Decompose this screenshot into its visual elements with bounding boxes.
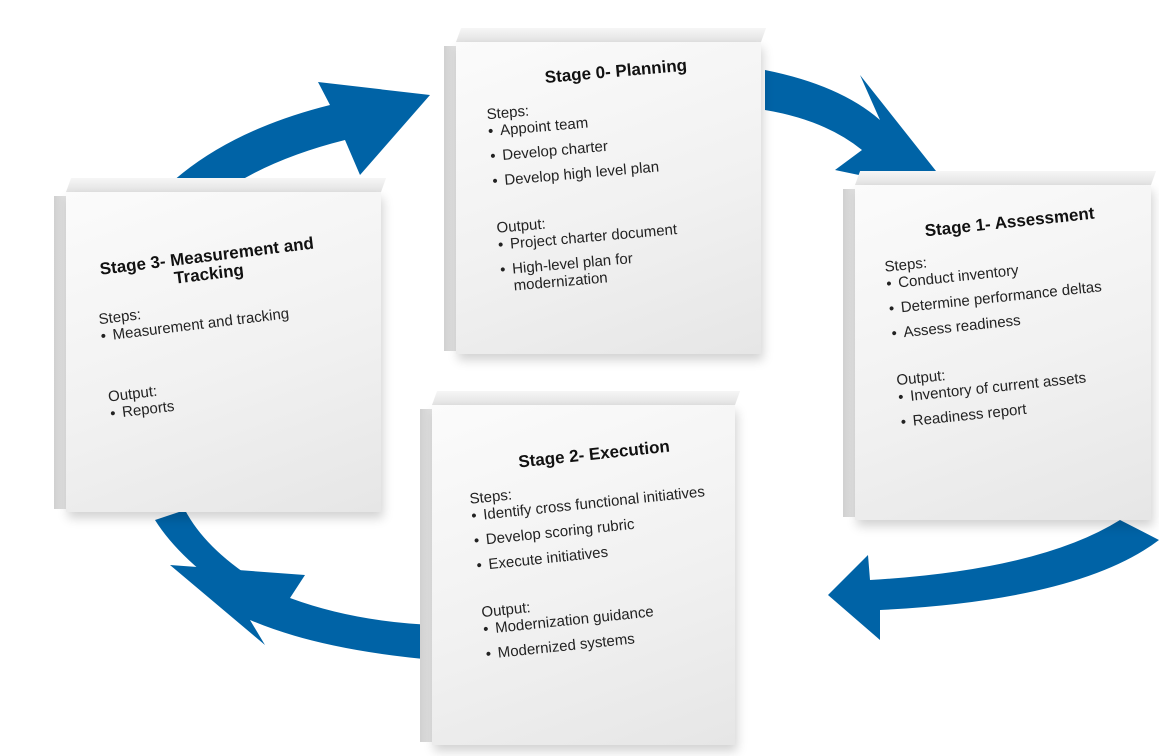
box-face	[432, 405, 735, 745]
box-top	[432, 391, 741, 405]
box-top	[855, 171, 1157, 185]
stage-3-box: Stage 3- Measurement and Tracking Steps:…	[54, 178, 387, 512]
box-side	[54, 196, 66, 509]
stage-0-box: Stage 0- Planning Steps: Appoint team De…	[444, 28, 767, 354]
box-top	[66, 178, 387, 192]
output-item: High-level plan for modernization	[500, 248, 664, 296]
box-face	[855, 185, 1151, 520]
box-side	[420, 409, 432, 742]
arrow-stage2-to-stage3	[170, 565, 435, 660]
box-face	[66, 192, 381, 512]
box-side	[843, 189, 855, 517]
stage-2-content: Stage 2- Execution Steps: Identify cross…	[446, 417, 765, 744]
arrow-stage1-to-stage2	[828, 520, 1159, 640]
stage-3-content: Stage 3- Measurement and Tracking Steps:…	[72, 212, 411, 510]
stage-1-content: Stage 1- Assessment Steps: Conduct inven…	[861, 185, 1159, 519]
box-side	[444, 46, 456, 351]
box-face	[456, 42, 761, 354]
arrow-stage2-to-stage3-tail	[155, 510, 255, 600]
arrow-stage0-to-stage1	[765, 70, 955, 195]
stage-2-box: Stage 2- Execution Steps: Identify cross…	[420, 391, 741, 745]
stage-1-box: Stage 1- Assessment Steps: Conduct inven…	[843, 171, 1157, 520]
stage-0-content: Stage 0- Planning Steps: Appoint team De…	[464, 36, 785, 353]
